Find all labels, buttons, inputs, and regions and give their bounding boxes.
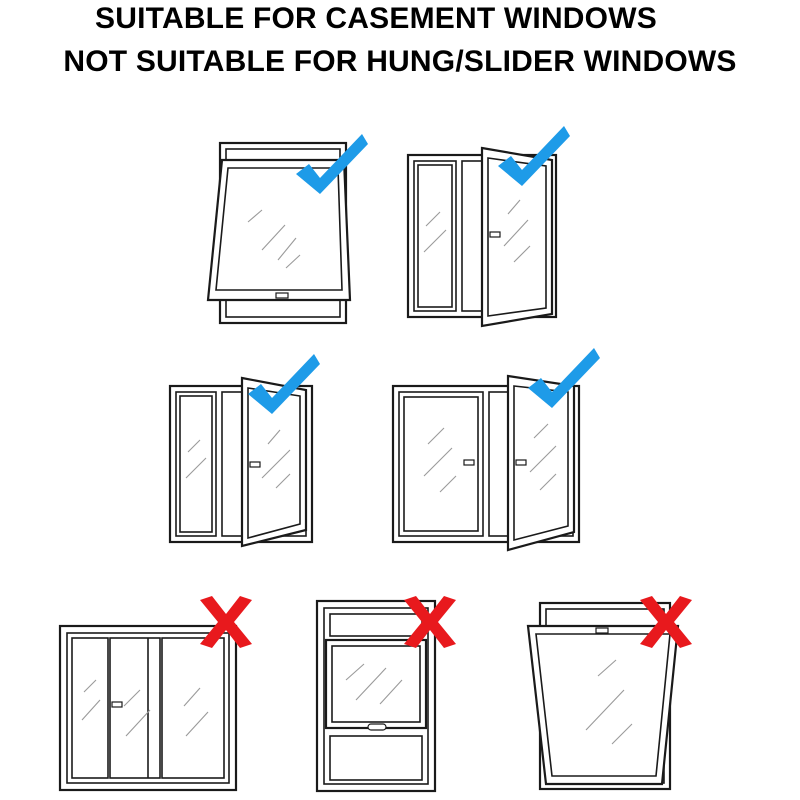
horizontal-slider-window (58, 596, 252, 792)
not-suitable-heading: NOT SUITABLE FOR HUNG/SLIDER WINDOWS (63, 45, 737, 78)
top-hung-tilt-window (526, 596, 692, 791)
hung-window (315, 596, 456, 793)
suitable-heading: SUITABLE FOR CASEMENT WINDOWS (95, 2, 657, 35)
awning-window (206, 134, 368, 325)
single-casement-window (406, 126, 570, 328)
double-casement-window (391, 348, 600, 552)
side-casement-window (168, 354, 320, 548)
